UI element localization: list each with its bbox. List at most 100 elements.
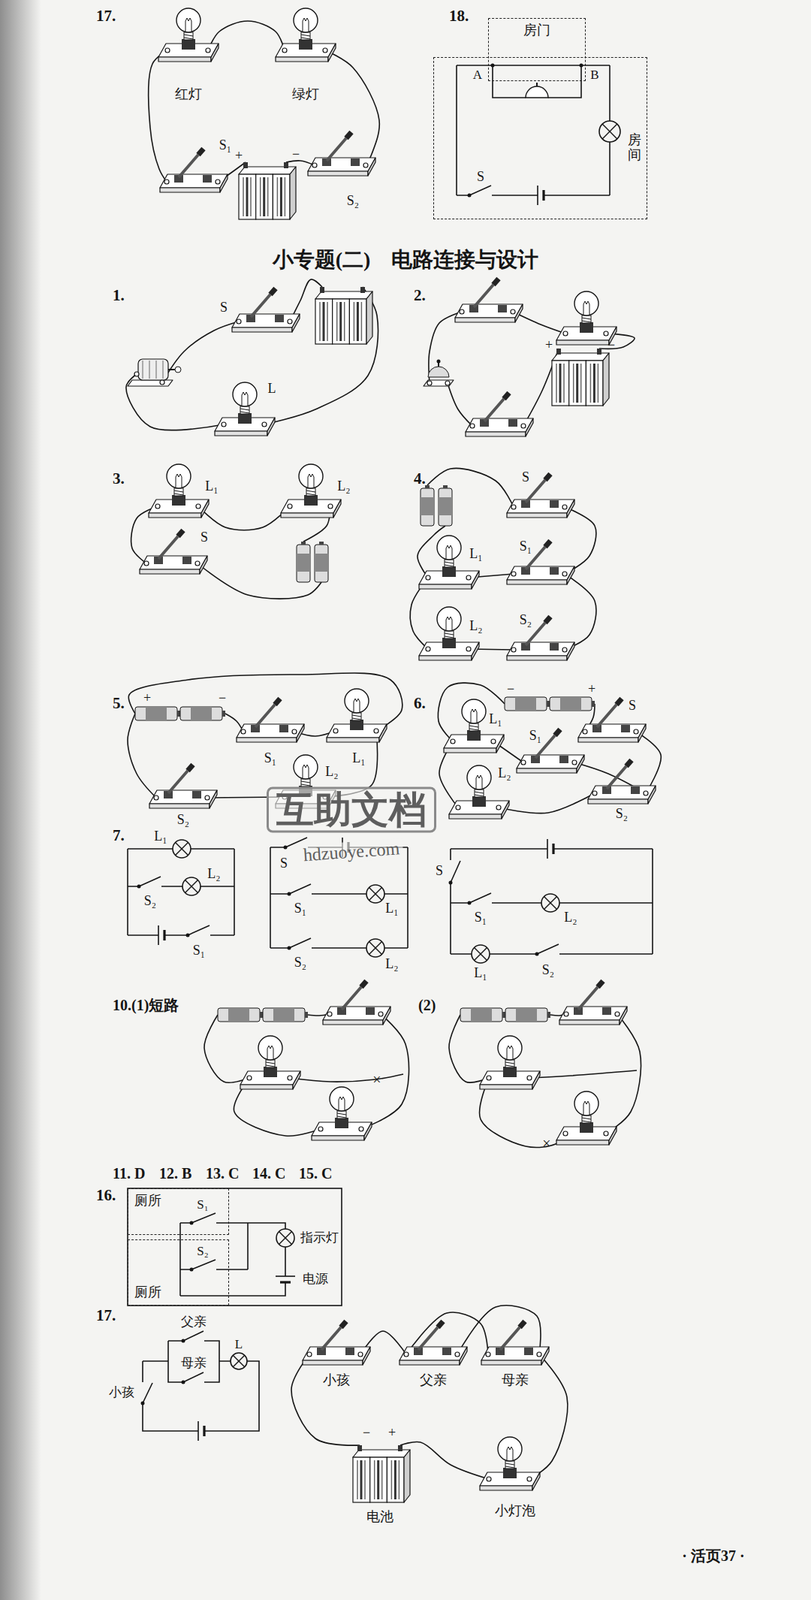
symbol-line: [185, 880, 199, 893]
symbol-line: [338, 1096, 345, 1110]
toilet-region: 厕所: [127, 1239, 230, 1306]
region-label: 厕所: [134, 1193, 162, 1209]
symbol-line: [240, 408, 250, 411]
dry-cell: [438, 488, 453, 526]
terminal: [450, 738, 456, 744]
bulb: [344, 688, 369, 713]
question-number: 2.: [413, 286, 426, 305]
remove-mark: ×: [542, 1134, 551, 1152]
bulb: [232, 382, 257, 407]
symbol-line: [546, 838, 549, 859]
board-face: [419, 584, 472, 589]
terminal: [378, 1011, 383, 1017]
switch-clip: [549, 566, 559, 575]
terminal: [486, 1075, 492, 1080]
symbol-line: [437, 1320, 444, 1327]
board-face: [609, 1126, 617, 1145]
lamp-holder: [442, 637, 456, 649]
bulb: [497, 1035, 522, 1060]
switch-label: 父亲: [419, 1372, 447, 1388]
dry-cell: [420, 497, 435, 516]
wire: [179, 1222, 181, 1296]
junction-label: B: [590, 68, 599, 83]
terminal: [521, 759, 526, 765]
symbol-line: [353, 301, 356, 341]
symbol-line: [279, 1231, 293, 1245]
bell-dome: [428, 366, 450, 377]
symbol-line: [356, 1459, 359, 1499]
wire: [410, 467, 597, 650]
lamp-symbol: [182, 877, 201, 896]
board-face: [506, 579, 567, 585]
board-face: [127, 379, 173, 386]
switch-label: S₁: [519, 539, 532, 555]
board-face: [459, 1346, 468, 1365]
lamp-symbol: [172, 839, 191, 858]
symbol-line: [175, 473, 182, 488]
battery-cell: [569, 360, 587, 406]
symbol-line: [191, 1259, 216, 1270]
terminal: [603, 331, 609, 336]
battery-cell: [315, 298, 333, 344]
board-face: [296, 723, 305, 742]
question-number: 17.: [96, 7, 116, 25]
symbol-line: [616, 698, 622, 705]
battery-cell: [238, 174, 257, 220]
junction-label: A: [473, 68, 483, 83]
wire: [289, 1073, 404, 1082]
terminal: [592, 790, 597, 796]
wire: [636, 731, 661, 793]
board-face: [311, 1135, 365, 1140]
wire: [447, 382, 473, 426]
circuit-4: [410, 467, 597, 661]
symbol-line: [301, 34, 311, 37]
board-face: [532, 1471, 540, 1490]
terminal: [511, 504, 516, 510]
switch-label: S: [435, 863, 444, 879]
symbol-line: [473, 284, 494, 308]
lamp-label: L₁: [473, 965, 487, 981]
symbol-line: [373, 1459, 376, 1499]
battery-cell: [352, 1456, 371, 1502]
symbol-line: [168, 770, 188, 793]
symbol-line: [337, 1115, 347, 1118]
symbol-line: [369, 941, 383, 955]
symbol-line: [484, 398, 504, 422]
motor-body: [138, 358, 169, 380]
symbol-line: [583, 301, 590, 315]
switch-label: S: [280, 856, 288, 872]
wire: [162, 321, 239, 383]
lamp-holder: [474, 789, 484, 797]
lamp-symbol: [541, 893, 560, 912]
symbol-line: [444, 564, 454, 567]
switch-clip: [621, 724, 631, 733]
board-face: [326, 737, 380, 742]
switch-label: S: [628, 698, 637, 714]
dry-cell: [273, 1007, 295, 1022]
symbol-line: [563, 363, 565, 403]
bulb: [293, 754, 318, 779]
terminal: [455, 804, 461, 810]
circuit-7-parts: [137, 839, 212, 945]
switch-label: S₁: [196, 1197, 209, 1212]
symbol-line: [175, 842, 189, 856]
board-face: [506, 499, 575, 513]
symbol-line: [301, 780, 311, 783]
battery-cell: [332, 298, 350, 344]
remove-mark: ×: [372, 1070, 381, 1088]
terminal: [491, 738, 496, 744]
symbol-line: [590, 363, 592, 403]
symbol-line: [446, 545, 453, 559]
symbol-line: [284, 177, 287, 217]
symbol-line: [336, 301, 338, 341]
symbol-line: [450, 860, 461, 883]
switch-clip: [345, 1347, 355, 1355]
battery-cell: [256, 174, 274, 220]
dry-cell: [180, 706, 223, 721]
bell-symbol: [525, 86, 549, 98]
switch-clip: [365, 1006, 375, 1015]
board-face: [159, 187, 221, 193]
symbol-line: [469, 728, 479, 730]
switch-label: 母亲: [501, 1372, 529, 1388]
wire: [127, 848, 235, 935]
